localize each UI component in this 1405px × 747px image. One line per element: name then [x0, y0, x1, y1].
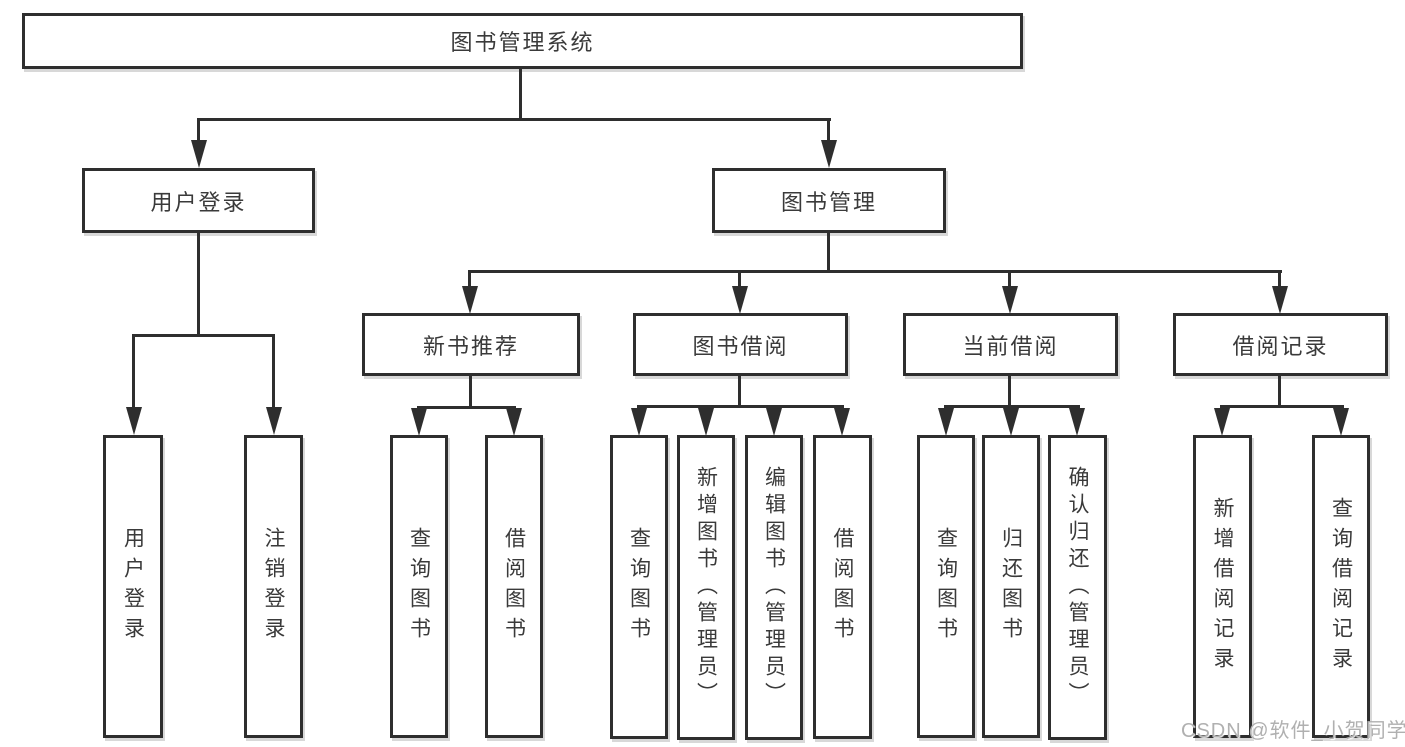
leaf-current-return: 归还图书 [982, 435, 1040, 738]
arrow-down-icon [821, 140, 837, 168]
connector-book-borrow-stem [738, 376, 741, 408]
arrow-down-icon [191, 140, 207, 168]
arrow-down-icon [1214, 408, 1230, 436]
connector-new-book-drop [468, 270, 471, 287]
connector-root-stem [519, 69, 522, 121]
leaf-user-login: 用户登录 [103, 435, 163, 738]
leaf-borrow-borrow: 借阅图书 [813, 435, 872, 739]
node-new-book-label: 新书推荐 [422, 333, 519, 359]
arrow-down-icon [266, 407, 282, 435]
leaf-borrow-query: 查询图书 [610, 435, 668, 739]
node-current-borrow-label: 当前借阅 [962, 333, 1059, 359]
connector-borrow-records-drop [1278, 270, 1281, 287]
leaf-current-confirm-label: 确认归还（管理员） [1066, 466, 1089, 709]
arrow-down-icon [1333, 408, 1349, 436]
leaf-borrow-add-label: 新增图书（管理员） [694, 466, 718, 709]
arrow-down-icon [698, 408, 714, 436]
leaf-current-confirm: 确认归还（管理员） [1048, 435, 1107, 740]
arrow-down-icon [766, 408, 782, 436]
node-book-mgmt-label: 图书管理 [780, 189, 877, 215]
arrow-down-icon [506, 408, 522, 436]
leaf-borrow-edit: 编辑图书（管理员） [745, 435, 803, 740]
arrow-down-icon [938, 408, 954, 436]
node-root-label: 图书管理系统 [450, 30, 595, 55]
arrow-down-icon [411, 408, 427, 436]
connector-book-borrow-rail [637, 405, 844, 408]
connector-current-borrow-stem [1008, 376, 1011, 408]
leaf-records-query-label: 查询借阅记录 [1329, 496, 1353, 677]
leaf-records-add-label: 新增借阅记录 [1211, 496, 1234, 677]
connector-user-login-stem [197, 233, 200, 337]
arrow-down-icon [1069, 408, 1085, 436]
arrow-down-icon [1272, 286, 1288, 314]
leaf-current-query-label: 查询图书 [934, 526, 958, 647]
leaf-borrow-borrow-label: 借阅图书 [831, 527, 854, 647]
arrow-down-icon [1003, 408, 1019, 436]
arrow-down-icon [631, 408, 647, 436]
connector-level2-rail [468, 270, 1282, 273]
leaf-borrow-edit-label: 编辑图书（管理员） [762, 466, 786, 709]
connector-leaf-drop [272, 334, 275, 408]
arrow-down-icon [732, 286, 748, 314]
node-root: 图书管理系统 [22, 13, 1023, 69]
connector-new-book-stem [469, 376, 472, 409]
connector-book-mgmt-drop [827, 118, 830, 142]
node-user-login-label: 用户登录 [150, 189, 247, 215]
leaf-newbook-borrow-label: 借阅图书 [502, 526, 526, 647]
node-book-borrow: 图书借阅 [633, 313, 848, 376]
arrow-down-icon [834, 408, 850, 436]
arrow-down-icon [1002, 286, 1018, 314]
node-book-mgmt: 图书管理 [712, 168, 946, 233]
node-book-borrow-label: 图书借阅 [692, 333, 789, 359]
connector-level1-rail [197, 118, 831, 121]
node-user-login: 用户登录 [82, 168, 315, 233]
leaf-logout: 注销登录 [244, 435, 303, 738]
leaf-records-query: 查询借阅记录 [1312, 435, 1370, 738]
node-current-borrow: 当前借阅 [903, 313, 1118, 376]
connector-leaf-drop [132, 334, 135, 408]
connector-new-book-rail [417, 406, 516, 409]
leaf-newbook-query: 查询图书 [390, 435, 448, 738]
connector-current-borrow-rail [944, 405, 1080, 408]
connector-current-borrow-drop [1008, 270, 1011, 287]
leaf-newbook-query-label: 查询图书 [407, 526, 431, 647]
node-borrow-records-label: 借阅记录 [1232, 333, 1329, 359]
connector-book-mgmt-stem [827, 233, 830, 273]
leaf-borrow-add: 新增图书（管理员） [677, 435, 735, 740]
leaf-user-login-label: 用户登录 [121, 526, 145, 647]
node-new-book: 新书推荐 [362, 313, 580, 376]
arrow-down-icon [462, 286, 478, 314]
connector-borrow-records-rail [1220, 405, 1344, 408]
connector-book-borrow-drop [738, 270, 741, 287]
leaf-borrow-query-label: 查询图书 [627, 527, 651, 647]
arrow-down-icon [126, 407, 142, 435]
node-borrow-records: 借阅记录 [1173, 313, 1388, 376]
connector-user-login-rail [132, 334, 275, 337]
leaf-current-query: 查询图书 [917, 435, 975, 738]
leaf-records-add: 新增借阅记录 [1193, 435, 1252, 738]
connector-borrow-records-stem [1278, 376, 1281, 408]
connector-user-login-drop [197, 118, 200, 142]
csdn-watermark: CSDN @软件_小贺同学 [1181, 720, 1405, 742]
leaf-current-return-label: 归还图书 [999, 526, 1023, 647]
leaf-logout-label: 注销登录 [262, 526, 285, 647]
leaf-newbook-borrow: 借阅图书 [485, 435, 543, 738]
